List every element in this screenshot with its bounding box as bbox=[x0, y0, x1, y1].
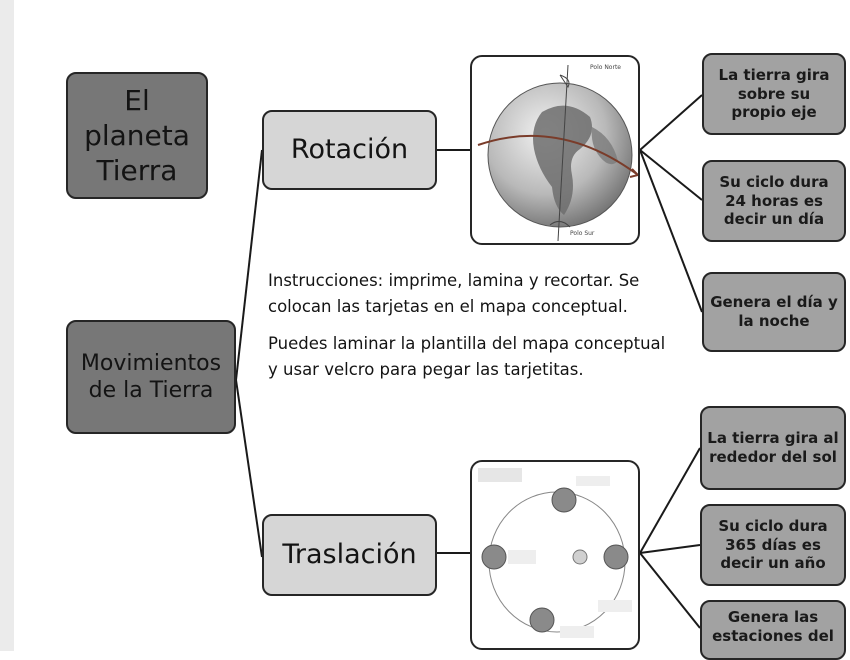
translation-label: Traslación bbox=[282, 539, 417, 571]
rotation-card-2-text: Su ciclo dura 24 horas es decir un día bbox=[719, 172, 829, 229]
translation-card-1: La tierra gira al rededor del sol bbox=[700, 406, 846, 490]
pole-north-label: Polo Norte bbox=[590, 64, 621, 71]
instructions-line-2: Puedes laminar la plantilla del mapa con… bbox=[268, 334, 666, 379]
main-concept-box: Movimientos de la Tierra bbox=[66, 320, 236, 434]
earth-rotation-image: Polo Norte Polo Sur bbox=[470, 55, 640, 245]
translation-card-1-text: La tierra gira al rededor del sol bbox=[707, 429, 839, 466]
rotation-card-3-text: Genera el día y la noche bbox=[710, 293, 838, 330]
orbit-illustration bbox=[478, 468, 632, 638]
rotation-card-2: Su ciclo dura 24 horas es decir un día bbox=[702, 160, 846, 242]
rotation-label: Rotación bbox=[290, 134, 409, 166]
earth-orbit-image bbox=[470, 460, 640, 650]
globe-illustration: Polo Norte Polo Sur bbox=[477, 64, 638, 242]
rotation-card-1-text: La tierra gira sobre su propio eje bbox=[718, 65, 830, 122]
translation-card-3-text: Genera las estaciones del bbox=[712, 608, 834, 645]
rotation-card-3: Genera el día y la noche bbox=[702, 272, 846, 352]
left-gutter bbox=[0, 0, 14, 651]
rotation-box: Rotación bbox=[262, 110, 437, 190]
translation-card-2-text: Su ciclo dura 365 días es decir un año bbox=[718, 516, 828, 573]
main-concept-text: Movimientos de la Tierra bbox=[80, 350, 222, 404]
instructions-line-1: Instrucciones: imprime, lamina y recorta… bbox=[268, 271, 640, 316]
instructions-block: Instrucciones: imprime, lamina y recorta… bbox=[268, 268, 678, 394]
rotation-card-1: La tierra gira sobre su propio eje bbox=[702, 53, 846, 135]
translation-card-3: Genera las estaciones del bbox=[700, 600, 846, 660]
translation-box: Traslación bbox=[262, 514, 437, 596]
pole-south-label: Polo Sur bbox=[570, 230, 595, 237]
title-box: El planeta Tierra bbox=[66, 72, 208, 199]
title-box-text: El planeta Tierra bbox=[84, 84, 190, 187]
translation-card-2: Su ciclo dura 365 días es decir un año bbox=[700, 504, 846, 586]
